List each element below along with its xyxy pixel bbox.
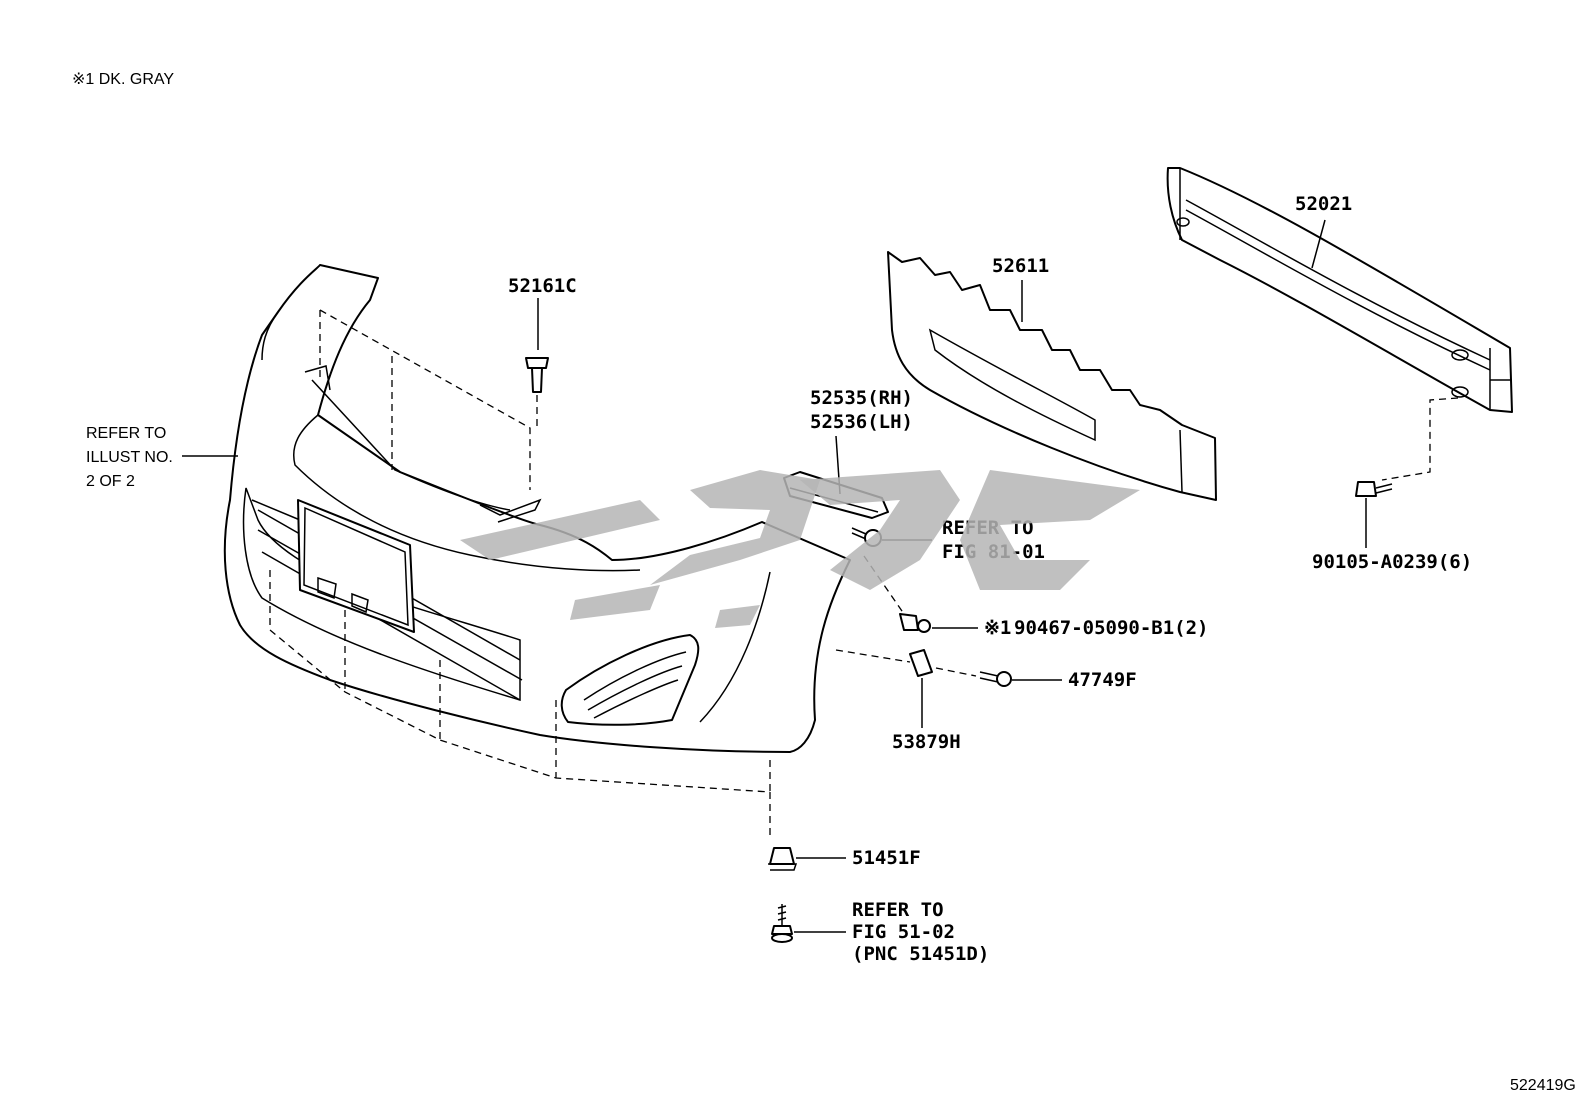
nut-53879h[interactable]: 53879H <box>835 649 961 753</box>
refer-fig51-line-1: REFER TO <box>852 899 944 921</box>
label-51451f: 51451F <box>852 847 921 869</box>
bumper-guide-lines <box>269 309 771 835</box>
label-52535: 52535(RH) <box>810 387 913 409</box>
color-note: ※1 DK. GRAY <box>72 71 174 88</box>
absorber-52611[interactable]: 52611 <box>887 251 1217 501</box>
refer-fig51-line-2: FIG 51-02 <box>852 921 955 943</box>
refer-illust-line-1: REFER TO <box>86 425 166 442</box>
label-52536: 52536(LH) <box>810 411 913 433</box>
clip-90467[interactable]: ※1 90467-05090-B1(2) <box>899 613 1208 639</box>
label-90105: 90105-A0239(6) <box>1312 551 1472 573</box>
label-90467: 90467-05090-B1(2) <box>1014 617 1208 639</box>
refer-illust-callout: REFER TO ILLUST NO. 2 OF 2 <box>86 425 238 490</box>
figure-code: 522419G <box>1510 1077 1576 1094</box>
label-53879h: 53879H <box>892 731 961 753</box>
refer-illust-line-2: ILLUST NO. <box>86 449 173 466</box>
label-52021: 52021 <box>1295 193 1352 215</box>
label-52611: 52611 <box>992 255 1049 277</box>
refer-fig51-line-3: (PNC 51451D) <box>852 943 989 965</box>
bolt-90105[interactable]: 90105-A0239(6) <box>1312 481 1472 573</box>
reinforcement-52021[interactable]: 52021 <box>1166 167 1513 481</box>
screw-47749f[interactable]: 47749F <box>935 667 1137 691</box>
label-52161c: 52161C <box>508 275 577 297</box>
clip-52161c[interactable]: 52161C <box>508 275 577 428</box>
refer-illust-line-3: 2 OF 2 <box>86 473 135 490</box>
clip-51451f[interactable]: 51451F <box>768 847 921 871</box>
label-90467-mark: ※1 <box>984 617 1011 639</box>
screw-refer-fig51[interactable]: REFER TO FIG 51-02 (PNC 51451D) <box>771 899 989 965</box>
bumper-cover[interactable] <box>223 264 851 753</box>
label-47749f: 47749F <box>1068 669 1137 691</box>
watermark-logo <box>460 470 1140 628</box>
